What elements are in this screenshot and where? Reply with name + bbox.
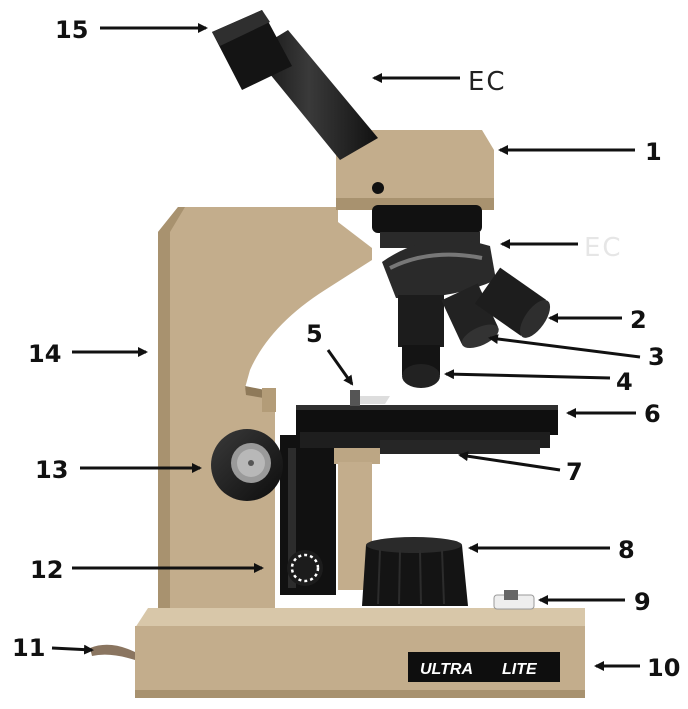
stage <box>296 390 558 448</box>
arrow-7 <box>460 455 560 470</box>
arrow-3 <box>490 338 640 357</box>
arrow-5 <box>328 350 352 384</box>
brand-lite: LITE <box>502 661 538 678</box>
label-15: 15 <box>55 16 88 44</box>
label-9: 9 <box>634 588 651 616</box>
label-1: 1 <box>645 138 662 166</box>
arrow-11 <box>52 648 92 650</box>
label-13: 13 <box>35 456 68 484</box>
focus-knob <box>211 429 283 501</box>
label-ec-mid: EC <box>584 233 623 263</box>
label-3: 3 <box>648 343 665 371</box>
brand-ultra: ULTRA <box>420 661 473 678</box>
label-ec-top: EC <box>468 67 507 97</box>
base: ULTRA LITE <box>135 608 585 698</box>
label-6: 6 <box>644 400 661 428</box>
power-cord <box>90 645 135 660</box>
label-14: 14 <box>28 340 61 368</box>
arrow-4 <box>446 374 610 378</box>
label-2: 2 <box>630 306 647 334</box>
diaphragm <box>380 440 540 454</box>
lamp <box>362 537 468 606</box>
microscope: ULTRA LITE <box>90 10 585 698</box>
switch <box>494 590 534 609</box>
eyepiece <box>212 10 378 160</box>
label-7: 7 <box>566 458 583 486</box>
label-5: 5 <box>306 320 323 348</box>
label-8: 8 <box>618 536 635 564</box>
label-11: 11 <box>12 634 45 662</box>
label-10: 10 <box>647 654 680 682</box>
label-4: 4 <box>616 368 633 396</box>
label-12: 12 <box>30 556 63 584</box>
